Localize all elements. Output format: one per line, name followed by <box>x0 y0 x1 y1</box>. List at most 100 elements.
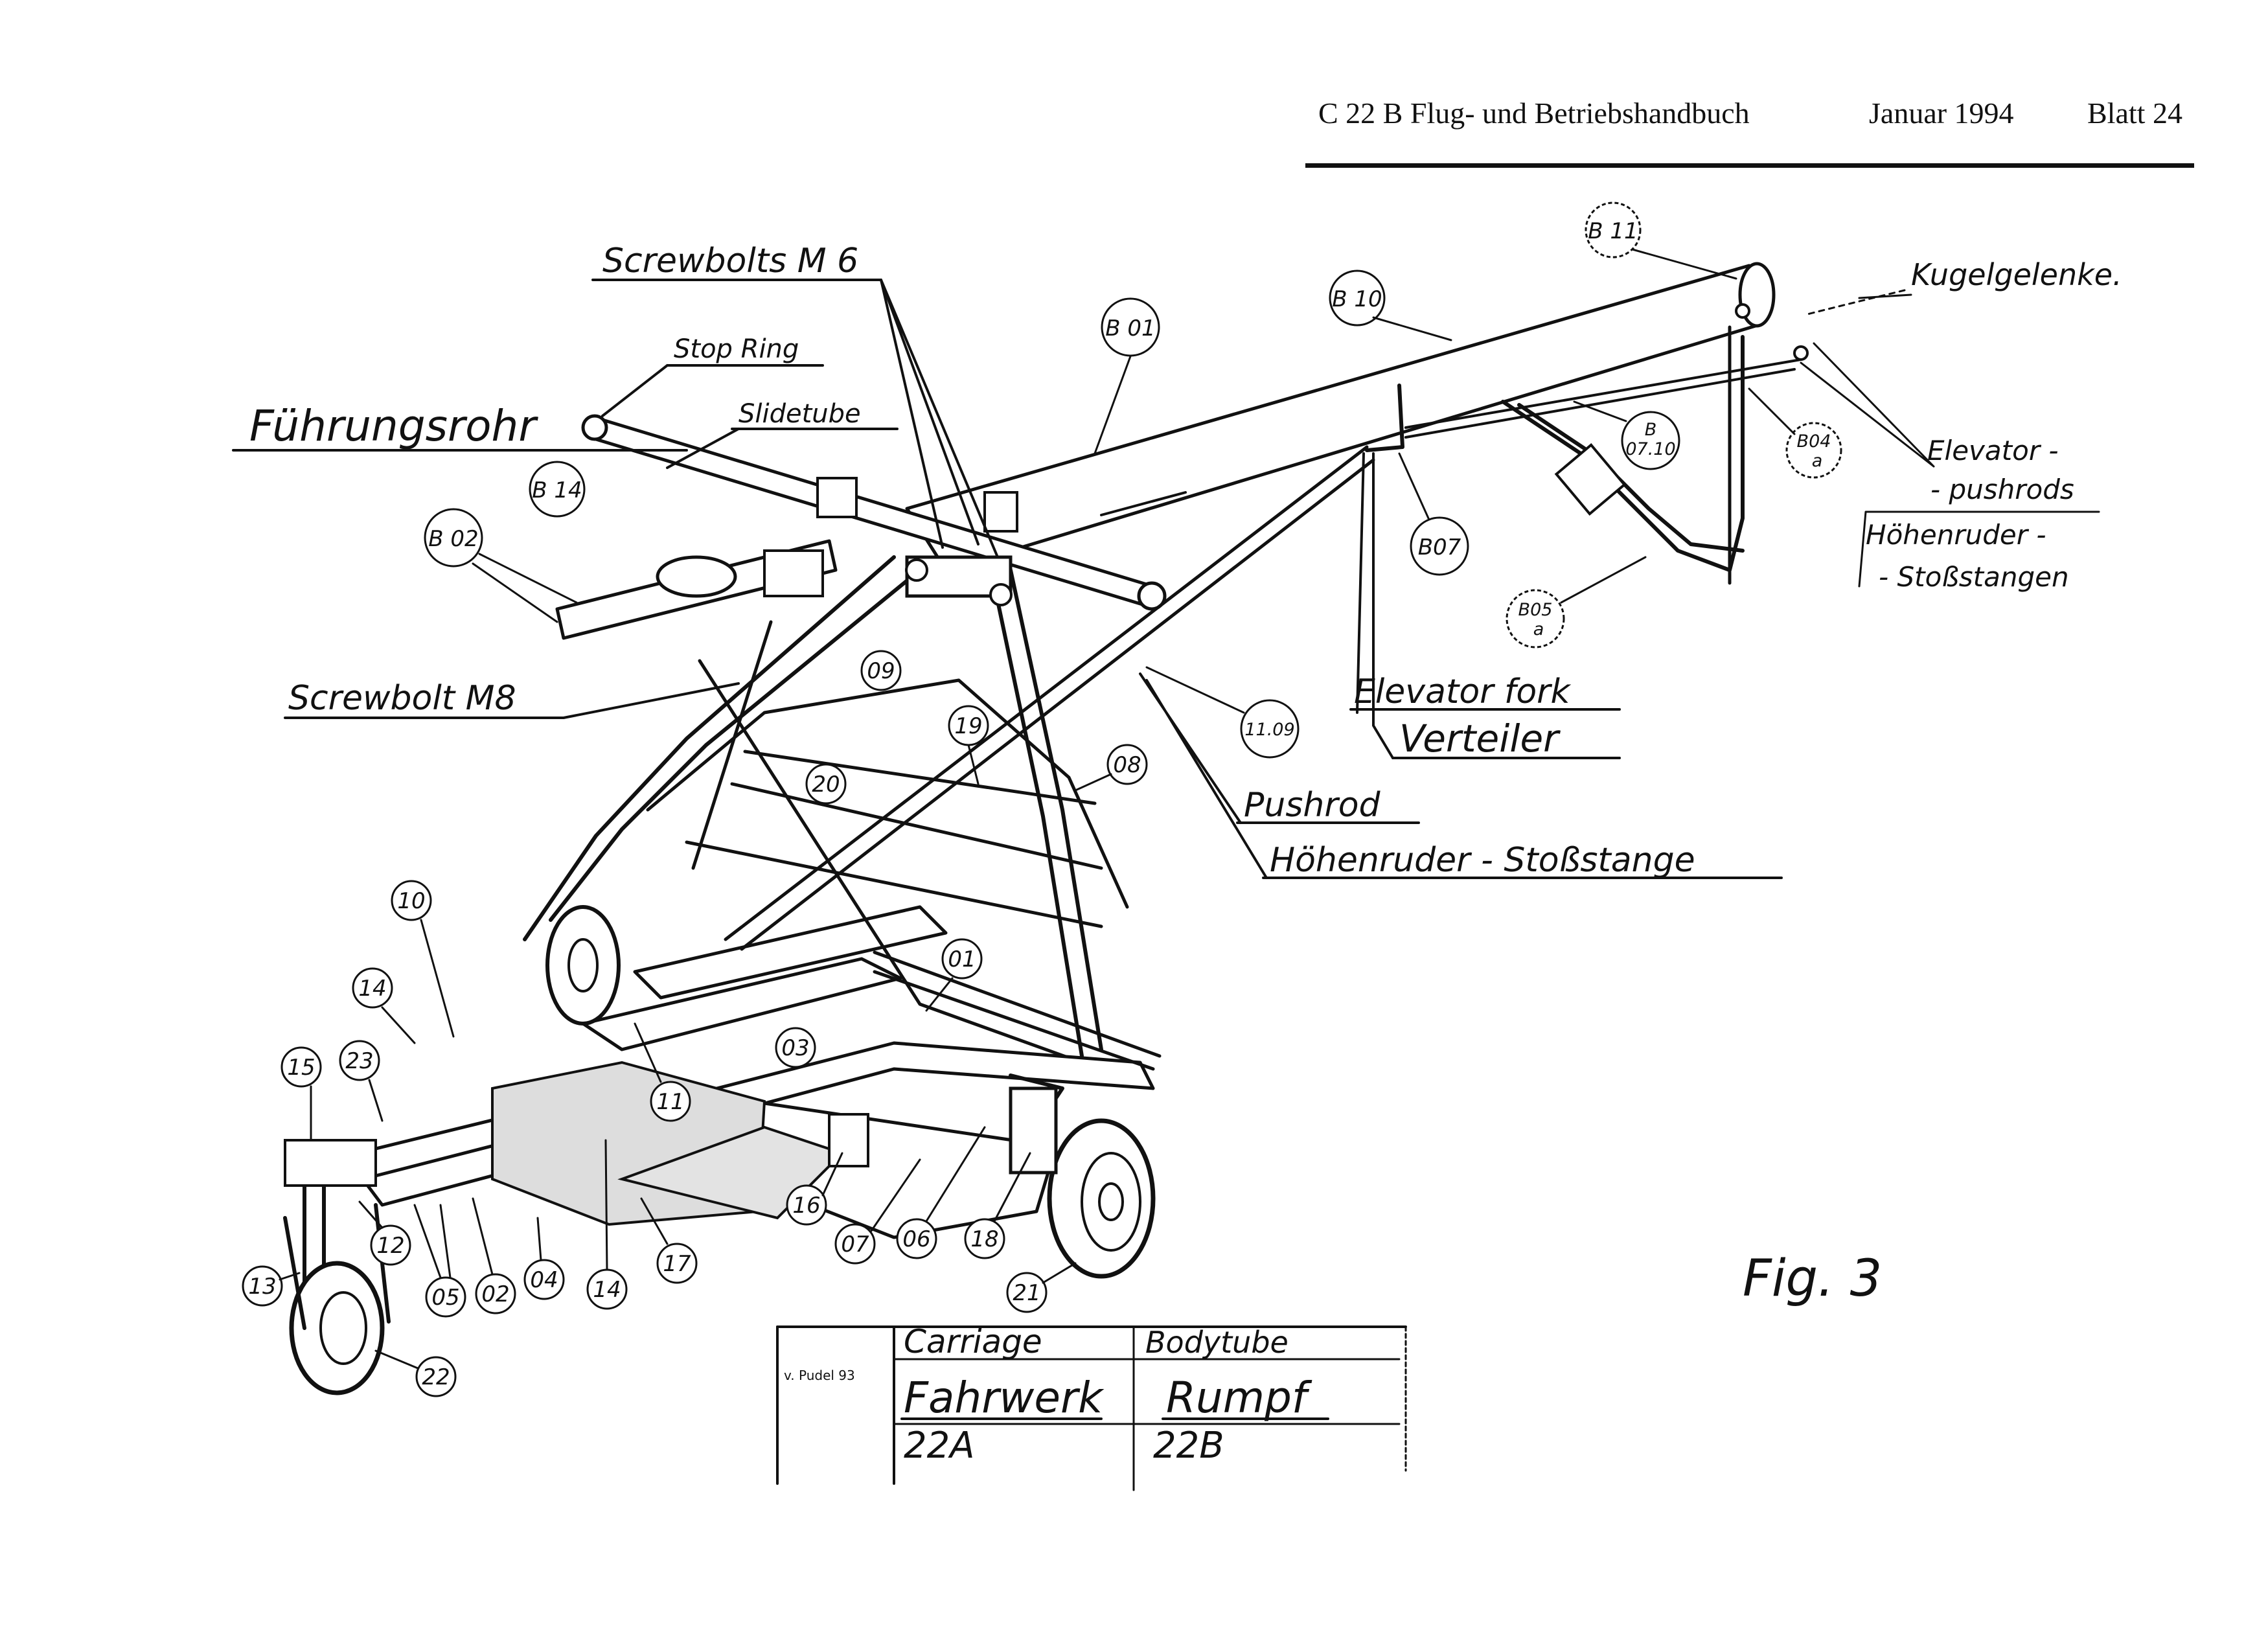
svg-text:a: a <box>1533 619 1544 639</box>
label-elevator-pushrods-1: Elevator - <box>1927 435 2059 466</box>
main-wheel-left <box>545 905 621 1026</box>
rear-crossbar <box>555 539 838 640</box>
callout-16: 16 <box>786 1152 843 1226</box>
table-col2-code: 22B <box>1153 1425 1224 1467</box>
callout-b05a: B05 a <box>1506 556 1647 648</box>
callout-09: 09 <box>860 650 902 691</box>
label-screwbolts-m6: Screwbolts M 6 <box>602 242 858 281</box>
callout-13: 13 <box>242 1265 301 1307</box>
label-stop-ring: Stop Ring <box>674 334 799 364</box>
svg-text:03: 03 <box>781 1035 809 1061</box>
svg-text:02: 02 <box>481 1281 509 1307</box>
callout-23: 23 <box>339 1040 384 1122</box>
callout-b10: B 10 <box>1329 270 1452 341</box>
svg-text:01: 01 <box>948 946 976 972</box>
callout-11: 11 <box>634 1022 691 1122</box>
svg-text:16: 16 <box>792 1193 820 1219</box>
svg-text:10: 10 <box>397 888 425 914</box>
carriage-frame <box>284 905 1162 1298</box>
svg-text:17: 17 <box>663 1251 691 1277</box>
callout-17: 17 <box>640 1197 698 1284</box>
svg-text:21: 21 <box>1013 1280 1040 1306</box>
callout-b11: B 11 <box>1585 201 1737 280</box>
callout-22: 22 <box>374 1349 457 1397</box>
aircraft-frame-drawing <box>283 262 1809 1395</box>
label-slidetube: Slidetube <box>739 399 861 429</box>
callout-14-upper: 14 <box>352 967 416 1044</box>
callout-07: 07 <box>834 1158 921 1265</box>
svg-text:04: 04 <box>530 1267 558 1293</box>
sheet-number: Blatt 24 <box>2087 97 2182 130</box>
svg-text:18: 18 <box>970 1226 998 1252</box>
callout-02: 02 <box>472 1197 516 1314</box>
callout-21: 21 <box>1006 1262 1077 1313</box>
svg-text:11.09: 11.09 <box>1244 720 1294 740</box>
svg-text:B05: B05 <box>1518 600 1553 620</box>
svg-text:14: 14 <box>593 1277 621 1303</box>
label-kugelgelenke: Kugelgelenke. <box>1911 257 2122 292</box>
nose-wheel <box>283 1203 391 1395</box>
figure-label: Fig. 3 <box>1743 1250 1882 1308</box>
manual-title: C 22 B Flug- und Betriebshandbuch <box>1318 97 1750 130</box>
callout-18: 18 <box>964 1152 1031 1259</box>
table-col2-header: Bodytube <box>1145 1325 1289 1360</box>
svg-text:05: 05 <box>431 1285 459 1311</box>
table-col1-name: Fahrwerk <box>904 1373 1105 1423</box>
label-elevator-fork: Elevator fork <box>1354 672 1572 711</box>
label-hoehenruder-stossstangen-1: Höhenruder - <box>1866 519 2046 551</box>
svg-text:12: 12 <box>376 1233 404 1259</box>
table-col2-name: Rumpf <box>1166 1373 1312 1423</box>
callout-b01: B 01 <box>1094 297 1160 455</box>
callout-20: 20 <box>805 763 847 805</box>
callout-10: 10 <box>391 880 455 1038</box>
callout-11-09: 11.09 <box>1145 666 1300 759</box>
svg-text:20: 20 <box>812 772 840 797</box>
callout-15: 15 <box>281 1046 322 1141</box>
callout-b04a: B04 a <box>1748 387 1842 479</box>
label-elevator-pushrods-2: - pushrods <box>1930 474 2074 505</box>
callout-08: 08 <box>1074 744 1148 792</box>
pylon-frame <box>523 555 1129 1064</box>
svg-text:B 02: B 02 <box>428 526 478 552</box>
svg-text:08: 08 <box>1113 752 1141 778</box>
svg-text:B07: B07 <box>1418 534 1461 560</box>
callout-19: 19 <box>948 705 989 785</box>
callout-b07-10: B 07.10 <box>1573 400 1680 470</box>
page-header: C 22 B Flug- und Betriebshandbuch Januar… <box>0 0 2268 194</box>
label-screwbolt-m8: Screwbolt M8 <box>288 679 516 718</box>
svg-text:B: B <box>1645 420 1657 440</box>
svg-text:13: 13 <box>248 1274 276 1300</box>
svg-text:14: 14 <box>358 976 386 1002</box>
document-date: Januar 1994 <box>1869 97 2014 130</box>
svg-text:B04: B04 <box>1797 431 1831 452</box>
callout-b14: B 14 <box>529 461 586 518</box>
callout-14-lower: 14 <box>586 1139 628 1310</box>
callout-03: 03 <box>775 1027 816 1068</box>
svg-text:06: 06 <box>902 1226 930 1252</box>
svg-text:07.10: 07.10 <box>1625 439 1675 459</box>
header-rule <box>1305 163 2194 168</box>
svg-text:B 01: B 01 <box>1105 315 1155 341</box>
callout-01: 01 <box>925 938 983 1012</box>
svg-text:B 14: B 14 <box>532 477 582 503</box>
elevator-fork-assembly <box>1365 303 1809 585</box>
elevator-pushrod <box>724 445 1369 941</box>
annotation-labels: Screwbolts M 6 Stop Ring Führungsrohr Sl… <box>232 242 2122 1308</box>
part-callouts: B 11 B 10 B 01 B 14 B 02 B 07.10 <box>242 201 1842 1397</box>
callout-06: 06 <box>896 1126 986 1259</box>
svg-text:09: 09 <box>867 658 895 684</box>
svg-text:19: 19 <box>954 713 982 739</box>
svg-text:22: 22 <box>422 1364 450 1390</box>
label-hoehenruder-stossstangen-2: - Stoßstangen <box>1879 561 2069 593</box>
main-wheel-right <box>1009 1073 1156 1279</box>
callout-05: 05 <box>413 1204 466 1318</box>
assembly-table: v. Pudel 93 Carriage Bodytube Fahrwerk R… <box>776 1323 1407 1491</box>
svg-text:15: 15 <box>287 1055 315 1081</box>
callout-04: 04 <box>523 1217 565 1300</box>
table-note: v. Pudel 93 <box>784 1368 855 1383</box>
svg-text:a: a <box>1812 451 1823 471</box>
table-col1-code: 22A <box>904 1425 975 1467</box>
callout-12: 12 <box>358 1200 411 1266</box>
table-col1-header: Carriage <box>904 1323 1042 1360</box>
